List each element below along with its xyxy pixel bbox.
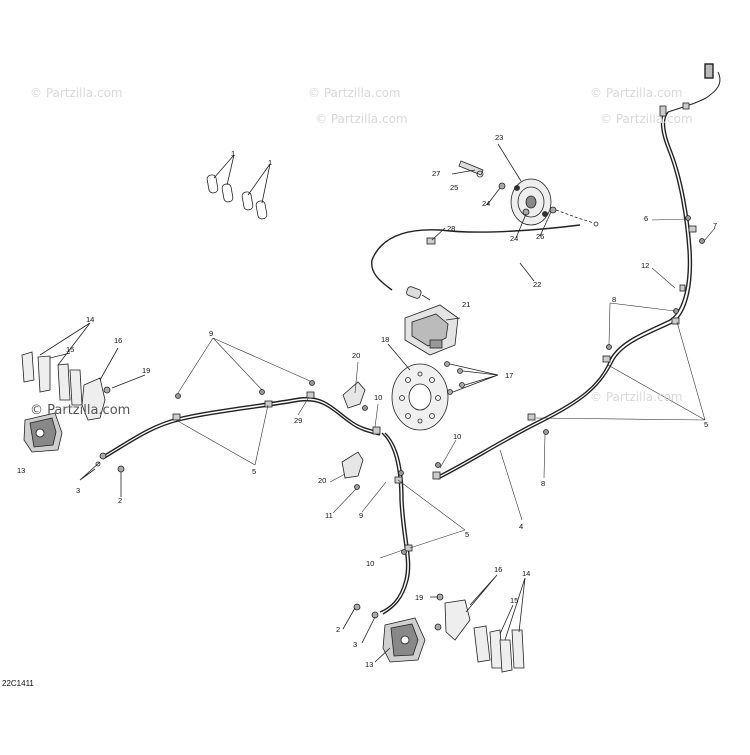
- watermark: © Partzilla.com: [30, 86, 123, 100]
- callout-labels: 1 1 23 27 25 24 24 26 28 22 21 18 17 14 …: [17, 133, 717, 669]
- line-clips: [172, 102, 697, 552]
- callout-27: 27: [432, 169, 440, 178]
- parking-cable: [371, 224, 581, 301]
- diagram-code: 22C1411: [2, 679, 34, 688]
- callout-14: 14: [86, 315, 94, 324]
- callout-10: 10: [453, 432, 461, 441]
- callout-8: 8: [541, 479, 545, 488]
- watermark-main: © Partzilla.com: [30, 403, 131, 418]
- callout-20: 20: [352, 351, 360, 360]
- callout-3: 3: [353, 640, 357, 649]
- callout-1: 1: [268, 158, 272, 167]
- callout-8: 8: [612, 295, 616, 304]
- rear-caliper-assembly: [342, 574, 526, 673]
- line-brackets: [341, 381, 366, 479]
- callout-9: 9: [209, 329, 213, 338]
- callout-19: 19: [142, 366, 150, 375]
- callout-3: 3: [76, 486, 80, 495]
- watermark: © Partzilla.com: [308, 86, 401, 100]
- callout-6: 6: [644, 214, 648, 223]
- brake-disc: [387, 343, 499, 431]
- callout-10: 10: [366, 559, 374, 568]
- callout-5: 5: [704, 420, 708, 429]
- callout-9: 9: [359, 511, 363, 520]
- callout-17: 17: [505, 371, 513, 380]
- fasteners: [175, 215, 705, 555]
- callout-18: 18: [381, 335, 389, 344]
- callout-21: 21: [462, 300, 470, 309]
- callout-26: 26: [536, 232, 544, 241]
- watermark: © Partzilla.com: [600, 112, 693, 126]
- callout-23: 23: [495, 133, 503, 142]
- parking-brake-assembly: [451, 143, 599, 239]
- callout-24: 24: [510, 234, 518, 243]
- callout-13: 13: [17, 466, 25, 475]
- callout-16: 16: [114, 336, 122, 345]
- watermark: © Partzilla.com: [590, 86, 683, 100]
- callout-12: 12: [641, 261, 649, 270]
- callout-16: 16: [494, 565, 502, 574]
- callout-15: 15: [510, 596, 518, 605]
- callout-20: 20: [318, 476, 326, 485]
- leader-lines: [175, 218, 716, 559]
- watermark: © Partzilla.com: [590, 390, 683, 404]
- callout-2: 2: [336, 625, 340, 634]
- callout-10: 10: [374, 393, 382, 402]
- callout-28: 28: [447, 224, 455, 233]
- callout-29: 29: [294, 416, 302, 425]
- callout-19: 19: [415, 593, 423, 602]
- callout-4: 4: [519, 522, 523, 531]
- callout-5: 5: [252, 467, 256, 476]
- callout-14: 14: [522, 569, 530, 578]
- callout-15: 15: [66, 345, 74, 354]
- callout-7: 7: [713, 221, 717, 230]
- callout-22: 22: [533, 280, 541, 289]
- callout-24: 24: [482, 199, 490, 208]
- callout-2: 2: [118, 496, 122, 505]
- handbrake-caliper: [404, 304, 461, 356]
- callout-13: 13: [365, 660, 373, 669]
- callout-11: 11: [325, 511, 333, 520]
- callout-5: 5: [465, 530, 469, 539]
- left-caliper-assembly: [21, 322, 146, 497]
- watermark: © Partzilla.com: [315, 112, 408, 126]
- pad-plates: [206, 154, 271, 220]
- callout-25: 25: [450, 183, 458, 192]
- callout-1: 1: [231, 149, 235, 158]
